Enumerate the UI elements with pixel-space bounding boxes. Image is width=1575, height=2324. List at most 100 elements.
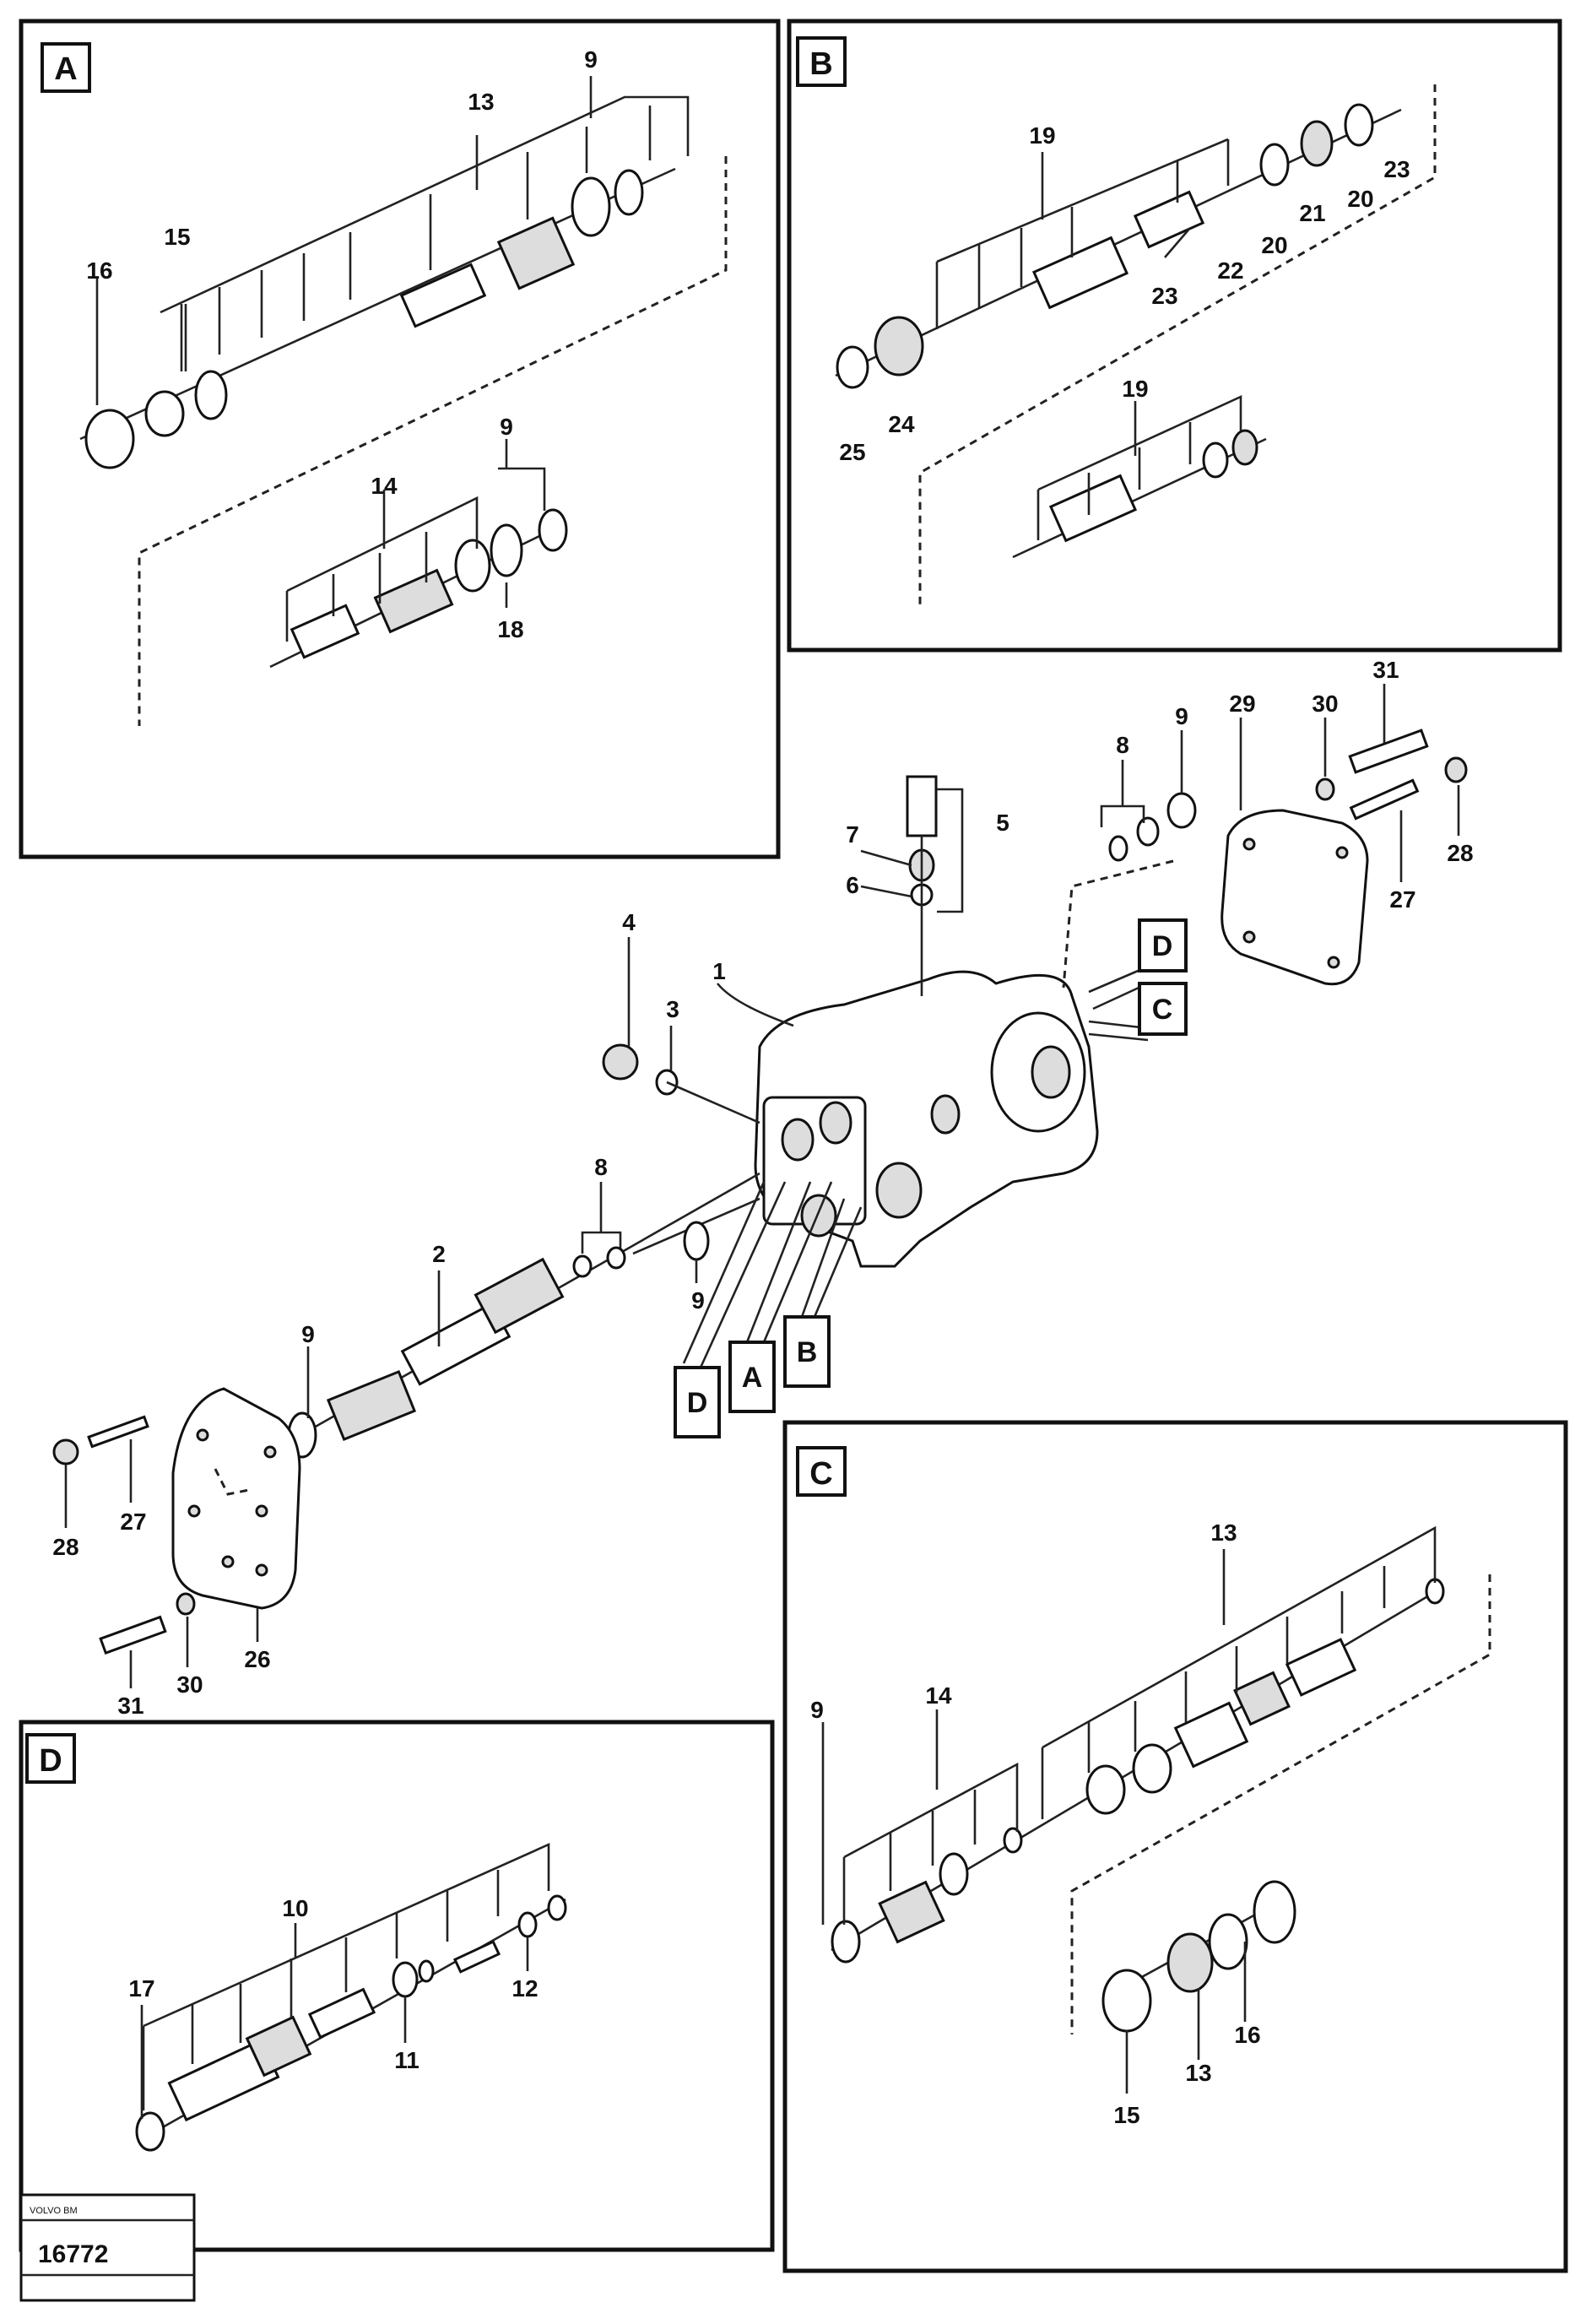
spring-part	[373, 568, 454, 634]
stud-part	[87, 1415, 149, 1449]
o-ring-part	[1344, 103, 1374, 147]
pin-part	[452, 1940, 501, 1974]
callout-label: 20	[1261, 232, 1287, 258]
panel-a-letter-box	[41, 42, 91, 93]
callout-label: 14	[371, 473, 398, 499]
port-hole	[1031, 1045, 1071, 1099]
callout-label: 9	[691, 1287, 705, 1314]
o-ring-part	[547, 1894, 567, 1921]
spool-part	[307, 1987, 376, 2040]
detail-panel-d: D 10 17 11 12	[19, 1720, 775, 2252]
o-ring-part	[939, 1852, 969, 1896]
plug-part	[602, 1043, 639, 1081]
piston-part	[496, 216, 576, 290]
callout-label: 23	[1151, 283, 1177, 309]
callout-label: 8	[1116, 732, 1129, 758]
cover-plate	[171, 1387, 301, 1610]
seal-ring-part	[1253, 1880, 1296, 1944]
drawing-number: 16772	[38, 2240, 108, 2268]
bore-hole	[781, 1118, 815, 1162]
bore-hole	[800, 1194, 837, 1238]
o-ring-part	[1132, 1743, 1172, 1794]
o-ring-part	[1085, 1764, 1126, 1815]
callout-label: 21	[1299, 200, 1325, 226]
callout-label: 14	[925, 1682, 952, 1709]
callout-label: 31	[1372, 657, 1399, 683]
bolt-hole	[196, 1428, 209, 1442]
seal-ring-part	[683, 1221, 710, 1261]
callout-label: 23	[1383, 156, 1410, 182]
relief-valve-part	[906, 775, 938, 837]
nut-part	[1444, 756, 1468, 783]
callout-label: 16	[86, 257, 112, 284]
spool-land-part	[245, 2015, 312, 2078]
reference-letter-b: B	[797, 1336, 818, 1368]
spool-land-part	[474, 1257, 565, 1335]
callout-label: 20	[1347, 186, 1373, 212]
stud-part	[1349, 778, 1420, 821]
callout-label: 11	[394, 2047, 419, 2073]
washer-part	[1315, 777, 1335, 801]
spool-part	[1031, 236, 1129, 310]
callout-label: 27	[120, 1509, 146, 1535]
o-ring-part	[392, 1961, 419, 1998]
callout-label: 27	[1389, 886, 1415, 913]
detail-panel-a: A	[19, 19, 781, 859]
callout-label: 2	[432, 1241, 446, 1267]
bolt-part	[1348, 729, 1429, 774]
seal-ring-part	[1101, 1969, 1152, 2033]
callout-label: 9	[584, 46, 598, 73]
seal-ring-part	[1166, 792, 1197, 829]
callout-label: 30	[176, 1671, 203, 1698]
reference-letter-a: A	[742, 1362, 763, 1394]
detail-panel-b: B 19 23 20 21 20 22 23	[787, 19, 1562, 653]
callout-label: 26	[244, 1646, 270, 1672]
reference-letter-c: C	[1152, 994, 1173, 1026]
callout-label: 9	[301, 1321, 315, 1347]
spool-part	[290, 604, 360, 659]
reference-box-a	[728, 1341, 776, 1413]
seal-ring-part	[831, 1920, 861, 1964]
spool-land-part	[1233, 1671, 1291, 1726]
o-ring-part	[1108, 835, 1128, 862]
callout-label: 15	[164, 224, 190, 250]
detail-panel-c: C	[782, 1420, 1568, 2273]
spring-part	[144, 390, 185, 437]
callout-label: 12	[511, 1975, 538, 2002]
drawing-identification-block: VOLVO BM 16772	[19, 2193, 196, 2302]
spring-part	[326, 1370, 417, 1441]
spring-part	[878, 1880, 945, 1944]
seal-ring-part	[836, 345, 869, 389]
callout-label: 18	[497, 616, 523, 642]
o-ring-part	[1300, 120, 1334, 167]
callout-label: 7	[846, 821, 859, 848]
callout-label: 10	[282, 1895, 308, 1921]
reference-letter-d: D	[1152, 930, 1173, 962]
o-ring-part	[418, 1959, 435, 1983]
bolt-part	[99, 1615, 167, 1655]
bore-hole	[819, 1101, 852, 1145]
washer-part	[176, 1592, 196, 1616]
o-ring-part	[454, 539, 491, 593]
panel-d-letter-box	[25, 1733, 76, 1784]
callout-label: 28	[1447, 840, 1473, 866]
seal-ring-part	[135, 2111, 165, 2152]
bolt-hole	[1242, 930, 1256, 944]
o-ring-part	[538, 508, 568, 552]
o-ring-part	[1208, 1913, 1248, 1970]
bolt-hole	[221, 1555, 235, 1568]
callout-label: 4	[622, 909, 636, 935]
washer-part	[194, 370, 228, 420]
reference-box-d	[1138, 918, 1188, 972]
reference-box-d	[674, 1366, 721, 1438]
callout-label: 13	[1185, 2060, 1211, 2086]
callout-label: 15	[1113, 2102, 1139, 2128]
spring-part	[874, 316, 924, 376]
callout-label: 29	[1229, 691, 1255, 717]
o-ring-part	[517, 1911, 538, 1938]
spool-part	[1173, 1701, 1249, 1769]
port-hole	[930, 1094, 961, 1135]
panel-c-letter-box	[796, 1446, 847, 1497]
port-hole	[875, 1162, 923, 1219]
